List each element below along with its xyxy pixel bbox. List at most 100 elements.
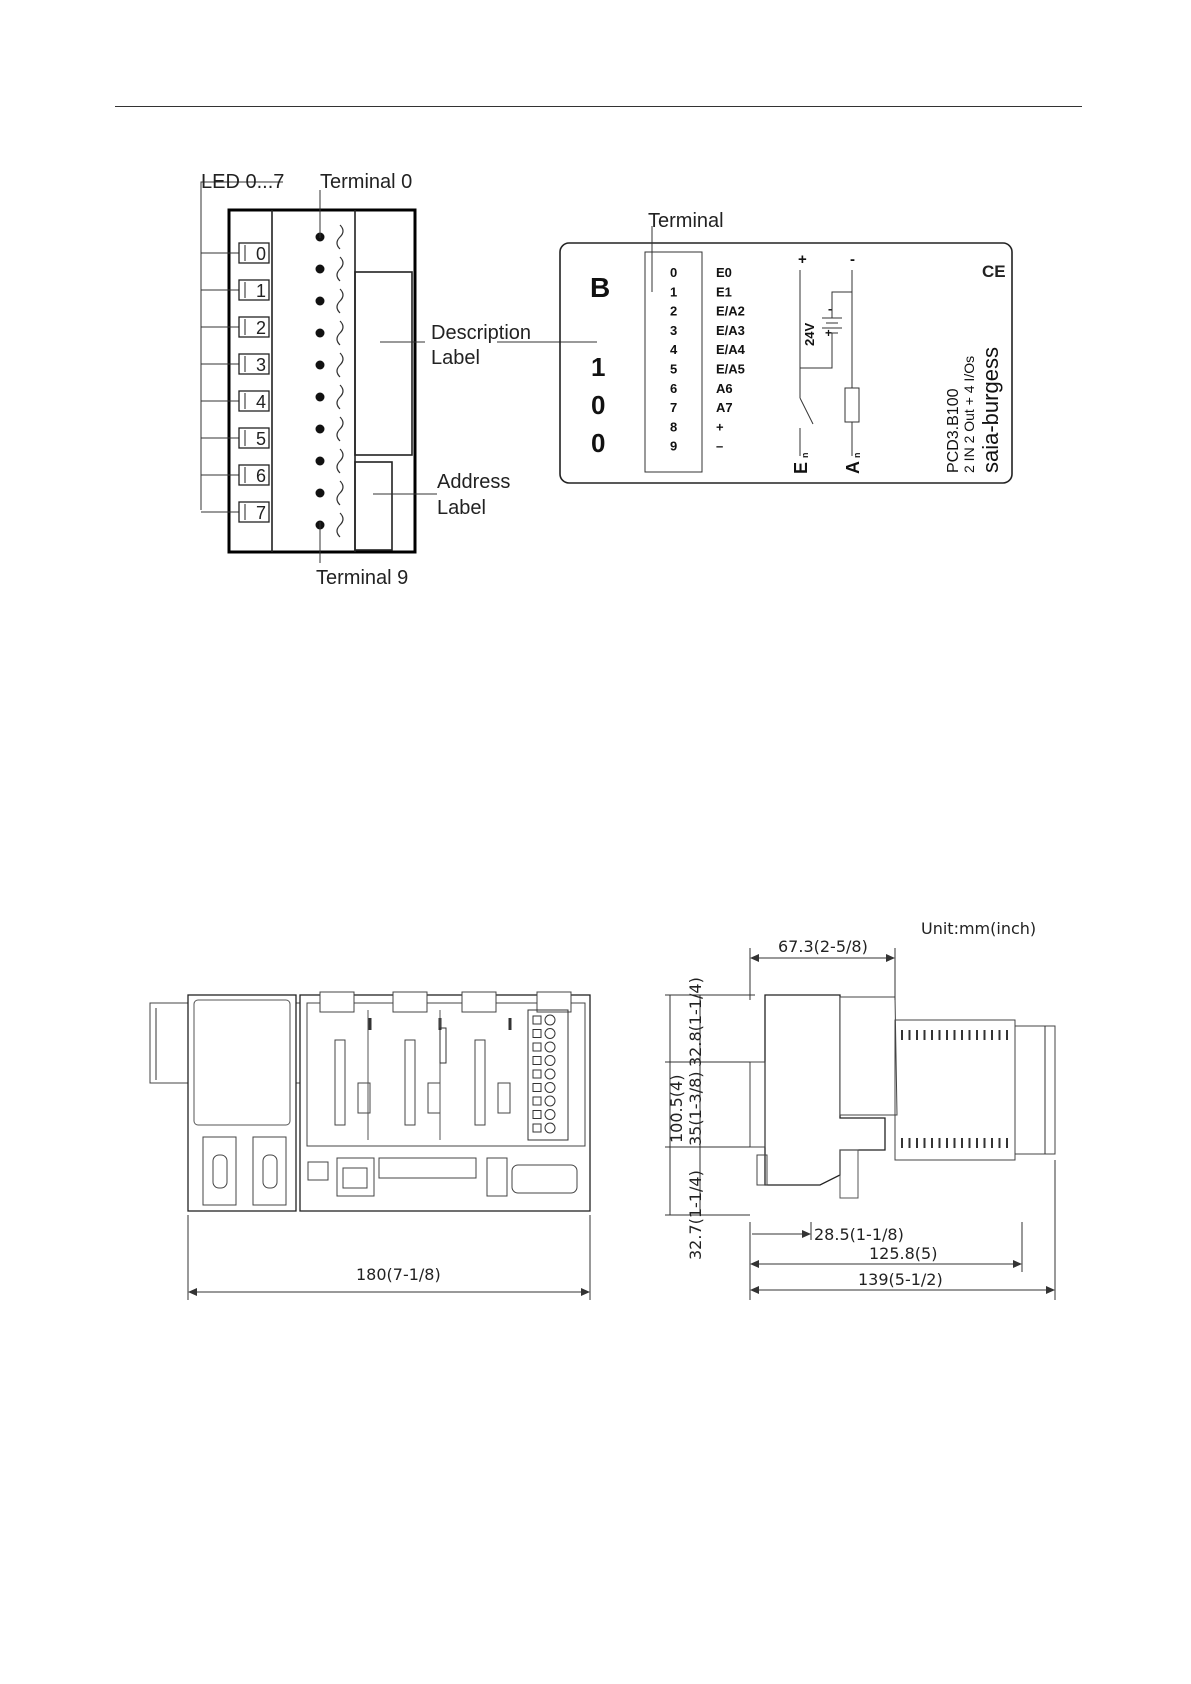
led-box-0	[238, 242, 270, 264]
terminal-function: A6	[716, 381, 733, 396]
terminal-function: E/A3	[716, 323, 745, 338]
body-depth-dimension: 125.8(5)	[869, 1244, 937, 1263]
terminal-block-screw	[544, 1109, 556, 1120]
total-height-dimension: 100.5(4)	[667, 1075, 686, 1143]
model-number: PCD3.B100	[945, 388, 962, 473]
module-outline	[227, 208, 417, 554]
terminal-column-box	[644, 251, 703, 473]
total-depth-dimension: 139(5-1/2)	[858, 1270, 943, 1289]
terminal-function: E/A4	[716, 342, 746, 357]
led-box-7	[238, 501, 270, 523]
terminal-dot	[315, 424, 325, 434]
led-box-1	[238, 279, 270, 301]
led-number: 0	[256, 244, 266, 264]
description-label-line1: Description	[431, 322, 531, 344]
terminal-dot	[315, 488, 325, 498]
input-symbol: E	[791, 462, 811, 474]
led-box-3	[238, 353, 270, 375]
terminal-block-screw	[544, 1068, 556, 1080]
brand-logo: saia-burgess	[978, 347, 1003, 473]
terminal-block-screw	[544, 1041, 556, 1053]
terminal-number: 3	[670, 323, 677, 338]
terminal-dot	[315, 360, 325, 370]
plus-sign-battery: +	[825, 326, 832, 340]
slot-latch	[536, 991, 572, 1013]
output-subscript: n	[852, 453, 862, 459]
input-subscript: n	[800, 453, 810, 459]
module-digit-3: 0	[591, 428, 605, 458]
minus-sign-battery: -	[828, 302, 832, 316]
unit-label: Unit:mm(inch)	[921, 919, 1036, 938]
terminal-dot	[315, 392, 325, 402]
side-cover	[839, 996, 898, 1116]
ce-mark: CE	[982, 262, 1006, 281]
terminal-block-screw	[544, 1122, 556, 1134]
terminal-function: –	[716, 439, 723, 454]
led-number: 7	[256, 503, 266, 523]
led-box-5	[238, 427, 270, 449]
terminal-block-screw	[544, 1028, 556, 1039]
led-box-6	[238, 464, 270, 486]
terminal-0-label: Terminal 0	[320, 171, 412, 193]
controller-front-view: 180(7-1/8)	[149, 991, 591, 1300]
terminal-number: 2	[670, 304, 677, 319]
label-card-outline	[559, 242, 1013, 484]
slot-connector	[404, 1039, 416, 1126]
terminal-block-screw	[544, 1014, 556, 1026]
terminal-function: E/A5	[716, 362, 745, 377]
led-number: 6	[256, 466, 266, 486]
output-symbol: A	[843, 461, 863, 474]
led-number: 4	[256, 392, 266, 412]
led-number: 2	[256, 318, 266, 338]
terminal-number: 7	[670, 400, 677, 415]
terminal-number: 6	[670, 381, 677, 396]
terminal-dot	[315, 296, 325, 306]
led-number: 5	[256, 429, 266, 449]
module-digit-2: 0	[591, 390, 605, 420]
upper-height-dimension: 32.8(1-1/4)	[686, 977, 705, 1067]
terminal-9-label: Terminal 9	[316, 567, 408, 589]
terminal-number: 8	[670, 419, 677, 434]
terminal-number: 4	[670, 342, 678, 357]
module-digit-1: 1	[591, 352, 605, 382]
header-rule	[115, 106, 1082, 107]
address-label-line2: Label	[437, 497, 486, 519]
terminal-function: E0	[716, 265, 732, 280]
terminal-block-screw	[544, 1095, 556, 1107]
slot-latch	[461, 991, 497, 1013]
slot-latch	[392, 991, 428, 1013]
terminal-dot	[315, 328, 325, 338]
middle-height-dimension: 35(1-3/8)	[686, 1071, 705, 1146]
front-width-dimension: 180(7-1/8)	[356, 1265, 441, 1284]
led-number: 1	[256, 281, 266, 301]
led-box-2	[238, 316, 270, 338]
led-box-4	[238, 390, 270, 412]
terminal-heading: Terminal	[648, 210, 724, 232]
terminal-number: 5	[670, 362, 677, 377]
top-depth-dimension: 67.3(2-5/8)	[778, 937, 868, 956]
slot-connector	[474, 1039, 486, 1126]
plus-terminal: +	[798, 251, 807, 268]
module-letter: B	[590, 272, 610, 303]
wiring-schematic: + - + - 24V E n A n	[791, 251, 863, 474]
controller-side-view: Unit:mm(inch) 100.5(4) 32.8(1-1/4) 35(1-…	[665, 919, 1056, 1300]
voltage-label: 24V	[802, 323, 817, 346]
terminal-function: E/A2	[716, 304, 745, 319]
terminal-block-screw	[544, 1055, 556, 1066]
terminal-dot	[315, 456, 325, 466]
terminal-function: A7	[716, 400, 733, 415]
rail-offset-dimension: 28.5(1-1/8)	[814, 1225, 904, 1244]
terminal-block-screw	[544, 1082, 556, 1093]
led-bracket-line	[200, 181, 283, 510]
terminal-function: +	[716, 419, 724, 434]
lower-height-dimension: 32.7(1-1/4)	[686, 1170, 705, 1260]
address-label-area	[354, 461, 393, 551]
terminal-number: 1	[670, 284, 677, 299]
slot-latch	[319, 991, 355, 1013]
slot-connector	[334, 1039, 346, 1126]
